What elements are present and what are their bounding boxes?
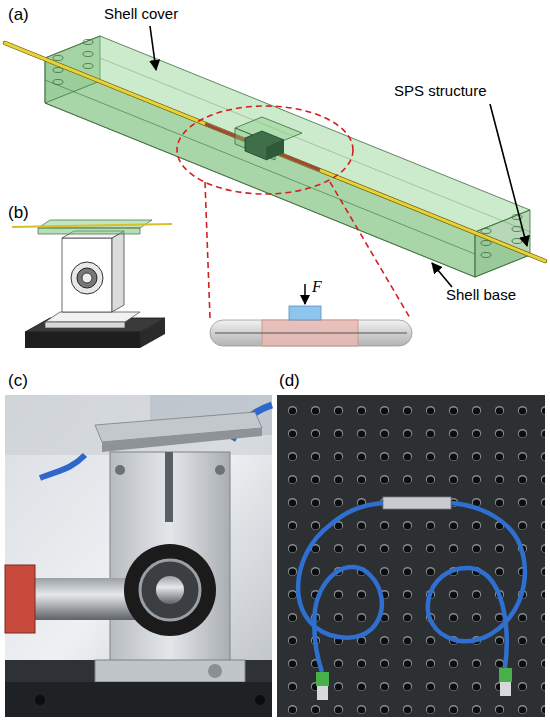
sps-fiber-part bbox=[5, 43, 545, 261]
photo-sensor-part bbox=[500, 682, 511, 696]
zoom-inset-part bbox=[215, 332, 407, 333]
part-label: SPS structure bbox=[394, 83, 487, 100]
zoom-inset-part bbox=[304, 284, 306, 304]
photo-setup-part bbox=[255, 695, 265, 705]
photo-setup-part bbox=[124, 544, 216, 636]
leader-arrows bbox=[150, 26, 527, 287]
photo-setup-part bbox=[165, 452, 173, 522]
panel-label: (c) bbox=[8, 372, 28, 391]
photo-setup bbox=[5, 395, 272, 717]
photo-setup-part bbox=[40, 455, 85, 478]
zoom-callout-part bbox=[205, 182, 210, 318]
shell-housing-part-part bbox=[53, 56, 63, 61]
photo-setup-part bbox=[156, 576, 184, 604]
panel-label: (a) bbox=[8, 6, 29, 25]
mount-figure bbox=[12, 220, 172, 348]
force-label: F bbox=[312, 278, 322, 296]
photo-sensor-part bbox=[316, 672, 329, 686]
zoom-callout-part bbox=[177, 106, 353, 194]
shell-housing-part-part bbox=[512, 227, 522, 232]
photo-setup-part bbox=[115, 465, 125, 475]
photo-sensor-part bbox=[499, 668, 512, 682]
shell-housing-part-part bbox=[481, 241, 491, 246]
photo-sensor-part bbox=[383, 497, 451, 509]
zoom-callout-part bbox=[330, 182, 410, 318]
sps-fiber bbox=[5, 43, 545, 261]
zoom-inset bbox=[210, 284, 412, 346]
center-window bbox=[235, 117, 302, 160]
sps-fiber-part bbox=[205, 124, 320, 170]
photo-setup-part bbox=[5, 660, 272, 717]
photo-sensor bbox=[277, 395, 545, 717]
shell-housing-part-part bbox=[481, 229, 491, 234]
panel-label: (b) bbox=[8, 204, 29, 223]
mount-figure-part bbox=[38, 228, 140, 234]
center-window-part bbox=[267, 140, 284, 160]
photo-setup-part bbox=[35, 695, 45, 705]
shell-housing-part-part bbox=[512, 239, 522, 244]
photo-setup-part bbox=[110, 452, 230, 667]
mount-figure-part bbox=[77, 268, 97, 288]
photo-setup-part bbox=[95, 660, 245, 682]
photo-setup-part bbox=[5, 395, 272, 455]
shell-housing-part bbox=[100, 58, 530, 232]
shell-housing-part-part bbox=[481, 253, 491, 258]
photo-sensor-part bbox=[428, 503, 525, 668]
photo-sensor-part bbox=[298, 503, 383, 672]
leader-arrows-part bbox=[432, 263, 452, 287]
shell-housing-part bbox=[45, 36, 530, 232]
shell-housing-part-part bbox=[83, 52, 93, 57]
mount-figure-part bbox=[112, 231, 124, 312]
sps-fiber-part bbox=[5, 43, 545, 261]
mount-figure-part bbox=[82, 273, 92, 283]
shell-housing-part-part bbox=[53, 80, 63, 85]
photo-setup-part bbox=[215, 465, 225, 475]
photo-setup-part bbox=[102, 428, 262, 452]
mount-figure-part bbox=[45, 312, 140, 322]
photo-setup-part bbox=[5, 395, 272, 717]
photo-setup-part bbox=[140, 560, 200, 620]
part-label: Shell cover bbox=[104, 6, 178, 23]
photo-setup-part bbox=[5, 682, 272, 717]
mount-figure-part bbox=[140, 318, 165, 348]
mount-figure-part bbox=[25, 332, 140, 348]
panel-label: (d) bbox=[279, 372, 300, 391]
mount-figure-part bbox=[45, 322, 125, 328]
leader-arrows-part bbox=[490, 104, 527, 246]
mount-figure-part bbox=[12, 224, 172, 227]
photo-setup-part bbox=[208, 664, 222, 678]
photo-setup-part bbox=[5, 565, 35, 633]
photo-sensor-part bbox=[277, 395, 545, 717]
shell-housing-part-part bbox=[53, 68, 63, 73]
part-label: Shell base bbox=[446, 287, 516, 304]
shell-housing-part-part bbox=[83, 40, 93, 45]
zoom-inset-part bbox=[289, 306, 321, 320]
center-window-part bbox=[245, 131, 284, 160]
zoom-callout bbox=[177, 106, 410, 318]
mount-figure-part bbox=[62, 238, 112, 312]
leader-arrows-part bbox=[150, 26, 156, 70]
photo-sensor-part bbox=[317, 686, 328, 700]
zoom-inset-part bbox=[210, 320, 412, 346]
shell-housing-part-part bbox=[83, 64, 93, 69]
mount-figure-part bbox=[71, 262, 103, 294]
